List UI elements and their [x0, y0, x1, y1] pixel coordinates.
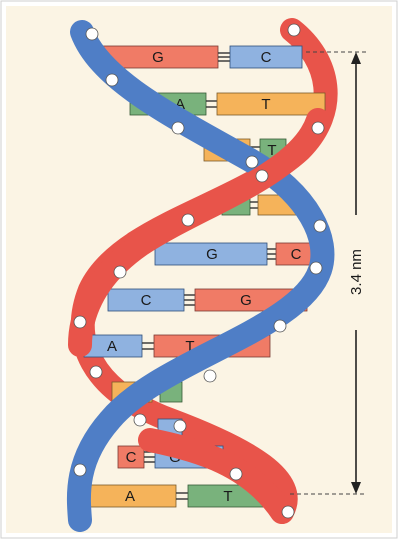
- phosphate-dot: [74, 316, 86, 328]
- phosphate-dot: [282, 506, 294, 518]
- phosphate-dot: [204, 370, 216, 382]
- phosphate-dot: [172, 122, 184, 134]
- base-label: C: [261, 49, 272, 66]
- base-label: C: [291, 246, 302, 263]
- base-pair-1: G C: [98, 46, 302, 68]
- phosphate-dot: [230, 468, 242, 480]
- base-label: G: [152, 49, 164, 66]
- base-label: G: [240, 292, 252, 309]
- base-label: T: [223, 488, 232, 505]
- phosphate-dot: [246, 156, 258, 168]
- base-label: C: [126, 449, 137, 466]
- phosphate-dot: [182, 214, 194, 226]
- base-label: C: [141, 292, 152, 309]
- phosphate-dot: [134, 414, 146, 426]
- phosphate-dot: [314, 220, 326, 232]
- phosphate-dot: [86, 28, 98, 40]
- phosphate-dot: [288, 24, 300, 36]
- phosphate-dot: [274, 320, 286, 332]
- base-pair-5: G C: [155, 243, 322, 265]
- phosphate-dot: [114, 266, 126, 278]
- base-label: A: [125, 488, 135, 505]
- pitch-label: 3.4 nm: [348, 249, 365, 295]
- phosphate-dot: [106, 74, 118, 86]
- phosphate-dot: [90, 366, 102, 378]
- phosphate-dot: [256, 170, 268, 182]
- phosphate-dot: [74, 464, 86, 476]
- phosphate-dot: [310, 262, 322, 274]
- base-label: G: [206, 246, 218, 263]
- base-block-t: [217, 93, 325, 115]
- phosphate-dot: [312, 122, 324, 134]
- phosphate-dot: [174, 420, 186, 432]
- base-label: A: [107, 338, 117, 355]
- base-label: T: [261, 96, 270, 113]
